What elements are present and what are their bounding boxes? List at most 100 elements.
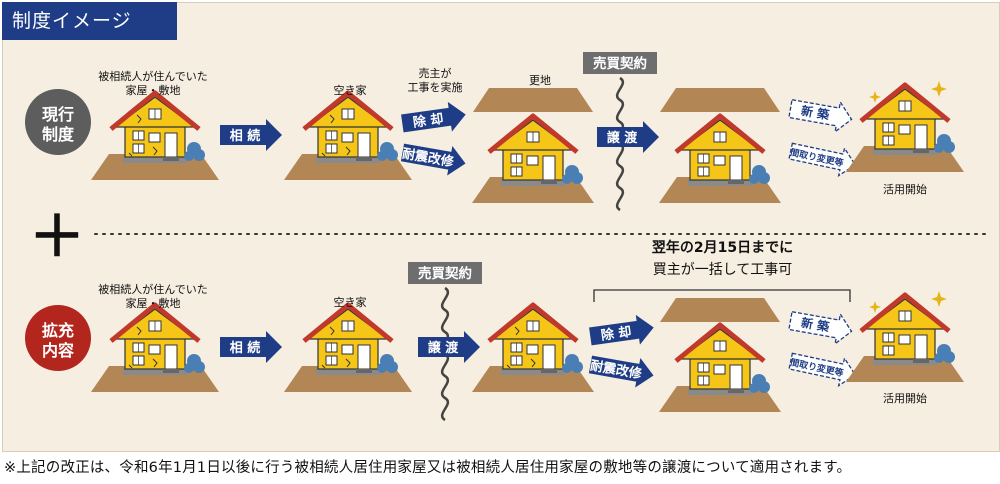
arrow-transfer: 譲 渡: [418, 331, 480, 363]
door-step: [541, 369, 557, 373]
arrow-new-build: 新 築: [788, 311, 853, 346]
period-bracket: [593, 289, 851, 302]
window: [713, 155, 726, 166]
label-seller-work: 売主が 工事を実施: [400, 67, 470, 95]
door: [542, 344, 556, 370]
shrub-icon: [934, 353, 944, 363]
door-step: [728, 180, 744, 184]
shrub-icon: [749, 383, 759, 393]
shrub-icon: [758, 172, 770, 184]
badge-line: 内容: [42, 341, 74, 360]
window: [713, 364, 726, 375]
tag-label: 売買契約: [418, 265, 472, 282]
door: [542, 155, 556, 181]
foundation: [123, 157, 187, 163]
label-line: 被相続人が住んでいた: [98, 70, 208, 83]
door: [729, 155, 743, 181]
foundation: [501, 180, 565, 186]
inherited-house-icon: [109, 90, 205, 163]
shrub-icon: [562, 174, 572, 184]
door-step: [913, 149, 929, 153]
badge-line: 拡充: [42, 321, 74, 340]
shrub-icon: [184, 151, 194, 161]
crack-icon: [345, 358, 351, 368]
arrow-shape: [589, 314, 654, 346]
arrow-label: 除 却: [600, 324, 632, 344]
foundation: [316, 369, 380, 375]
footnote: ※上記の改正は、令和6年1月1日以後に行う被相続人居住用家屋又は被相続人居住用家…: [4, 460, 852, 476]
crack-icon: [321, 152, 326, 157]
tag-box: [583, 52, 657, 74]
shrub-icon: [562, 363, 572, 373]
plus-icon: ＋: [29, 205, 85, 270]
door: [164, 132, 178, 158]
arrow-shape: [220, 119, 282, 151]
shrub-icon: [386, 149, 398, 161]
arrow-shape: [401, 101, 466, 133]
arrow-shape: [788, 142, 857, 178]
retrofitted-house-icon: [487, 113, 583, 186]
arrow-inheritance: 相 続: [220, 119, 282, 151]
shrub-icon: [934, 143, 944, 153]
sparkle-icon: [869, 301, 881, 313]
crack-icon: [152, 358, 158, 368]
door: [729, 364, 743, 390]
sparkle-icon: [931, 81, 947, 97]
crack-icon: [329, 326, 335, 336]
vacant-land-icon: [660, 298, 780, 322]
arrow-shape: [400, 143, 466, 176]
crack-icon: [345, 146, 351, 156]
foundation: [316, 157, 380, 163]
door-step: [356, 369, 372, 373]
door: [357, 132, 371, 158]
shrub-icon: [386, 361, 398, 373]
window: [898, 124, 911, 135]
shrub-icon: [571, 361, 583, 373]
badge-line: 制度: [42, 125, 75, 144]
badge-circle: [25, 305, 91, 371]
label-vacant-house-bottom: 空き家: [333, 296, 367, 309]
foundation: [873, 149, 937, 155]
arrow-shape: [220, 331, 282, 363]
arrow-seismic-retrofit: 耐震改修: [400, 143, 466, 176]
inherited-house-icon: [109, 302, 205, 375]
arrow-label: 譲 渡: [607, 130, 639, 146]
arrow-label: 相 続: [230, 128, 261, 144]
vacant-land-icon: [473, 88, 593, 112]
foundation: [123, 369, 187, 375]
retrofitted-house-icon: [674, 322, 770, 395]
badge-line: 現行: [42, 105, 74, 124]
label-vacant-land: 更地: [529, 74, 551, 87]
house-roof: [109, 302, 201, 343]
tag-label: 売買契約: [593, 55, 647, 72]
arrow-label: 新 築: [800, 315, 831, 335]
house-roof: [674, 322, 766, 363]
arrow-label: 新 築: [800, 103, 831, 123]
window: [341, 132, 354, 143]
foundation: [501, 369, 565, 375]
tag-box: [408, 262, 482, 284]
deadline-label: 翌年の2月15日までに: [651, 240, 794, 256]
house-roof: [302, 302, 394, 343]
transferred-house-icon: [674, 113, 770, 186]
vacant-house-icon: [302, 90, 398, 163]
badge-circle: [25, 89, 91, 155]
house-roof: [859, 292, 951, 333]
shrub-icon: [193, 361, 205, 373]
sparkle-icon: [869, 91, 881, 103]
shrub-icon: [184, 363, 194, 373]
arrow-label: 除 却: [412, 111, 444, 131]
door-step: [913, 359, 929, 363]
house-roof: [302, 90, 394, 131]
window: [526, 344, 539, 355]
buyer-work-label: 買主が一括して工事可: [652, 262, 793, 278]
page-title: 制度イメージ: [2, 2, 177, 40]
door: [914, 124, 928, 150]
label-start-of-use-top: 活用開始: [883, 183, 927, 196]
arrow-shape: [788, 352, 857, 388]
shrub-icon: [571, 172, 583, 184]
label-line: 売主が: [418, 67, 452, 80]
